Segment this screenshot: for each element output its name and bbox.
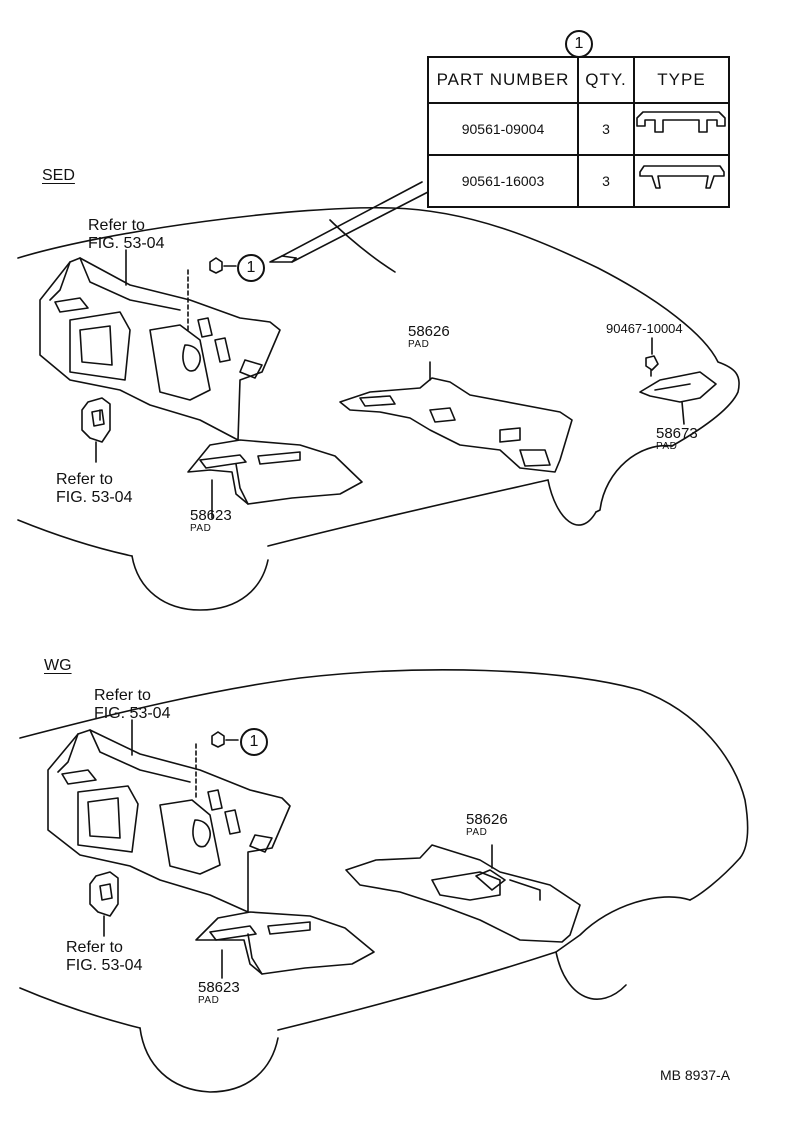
sed-clip-90467-10004 — [645, 337, 659, 377]
header-part-number: PART NUMBER — [427, 56, 579, 104]
header-qty: QTY. — [577, 56, 635, 104]
drawing-code: MB 8937-A — [660, 1067, 731, 1083]
callout-arrow — [269, 181, 429, 263]
part-number-cell: 90561-09004 — [427, 102, 579, 156]
label-leaders — [125, 249, 133, 756]
sed-pad-rear-number: 58673 — [656, 425, 698, 442]
table-row: 90561-09004 3 — [427, 102, 730, 156]
wg-car-body-outline — [19, 669, 749, 1093]
sed-pad-front-label: PAD — [190, 523, 212, 534]
wg-center-pad-58626 — [345, 844, 581, 943]
sed-clip-number: 90467-10004 — [606, 321, 683, 336]
qty-cell: 3 — [577, 154, 635, 208]
callout-symbol-top: 1 — [565, 30, 593, 58]
wg-pad-front-label: PAD — [198, 995, 220, 1006]
sed-dash-insulator — [39, 257, 281, 441]
wg-pad-front-number: 58623 — [198, 979, 240, 996]
sed-center-pad-58626 — [339, 361, 573, 473]
wg-refer-bottom-line1: Refer to — [66, 939, 123, 956]
wg-refer-bottom-line2: FIG. 53-04 — [66, 957, 143, 974]
sed-refer-top-line1: Refer to — [88, 217, 145, 234]
wg-small-bracket — [89, 871, 119, 937]
sed-refer-bottom-line2: FIG. 53-04 — [56, 489, 133, 506]
sed-title: SED — [42, 167, 75, 184]
sed-pad-front-number: 58623 — [190, 507, 232, 524]
parts-table: PART NUMBER QTY. TYPE 90561-09004 3 9056… — [427, 56, 730, 208]
part-number-cell: 90561-16003 — [427, 154, 579, 208]
sed-callout-symbol: 1 — [237, 254, 265, 282]
sed-fastener-1 — [187, 257, 237, 331]
sed-pad-center-label: PAD — [408, 339, 430, 350]
sed-small-bracket — [81, 397, 111, 463]
wg-title: WG — [44, 657, 72, 674]
sed-pad-rear-label: PAD — [656, 441, 678, 452]
sed-refer-top-line2: FIG. 53-04 — [88, 235, 165, 252]
qty-cell: 3 — [577, 102, 635, 156]
wg-refer-top-line2: FIG. 53-04 — [94, 705, 171, 722]
sed-pad-center-number: 58626 — [408, 323, 450, 340]
wg-callout-symbol: 1 — [240, 728, 268, 756]
wg-pad-center-number: 58626 — [466, 811, 508, 828]
sed-rear-pad-58673 — [639, 371, 717, 425]
wg-fastener-1 — [195, 731, 239, 801]
table-row: 90561-16003 3 — [427, 154, 730, 208]
sed-car-body-outline — [17, 206, 740, 611]
header-type: TYPE — [633, 56, 730, 104]
sed-refer-bottom-line1: Refer to — [56, 471, 113, 488]
wg-dash-insulator — [47, 729, 291, 913]
wg-refer-top-line1: Refer to — [94, 687, 151, 704]
table-header-row: PART NUMBER QTY. TYPE — [427, 56, 730, 104]
wg-pad-center-label: PAD — [466, 827, 488, 838]
wg-front-pad-58623 — [195, 911, 375, 979]
type-cell — [633, 102, 730, 156]
type-cell — [633, 154, 730, 208]
sed-front-pad-58623 — [187, 439, 363, 519]
